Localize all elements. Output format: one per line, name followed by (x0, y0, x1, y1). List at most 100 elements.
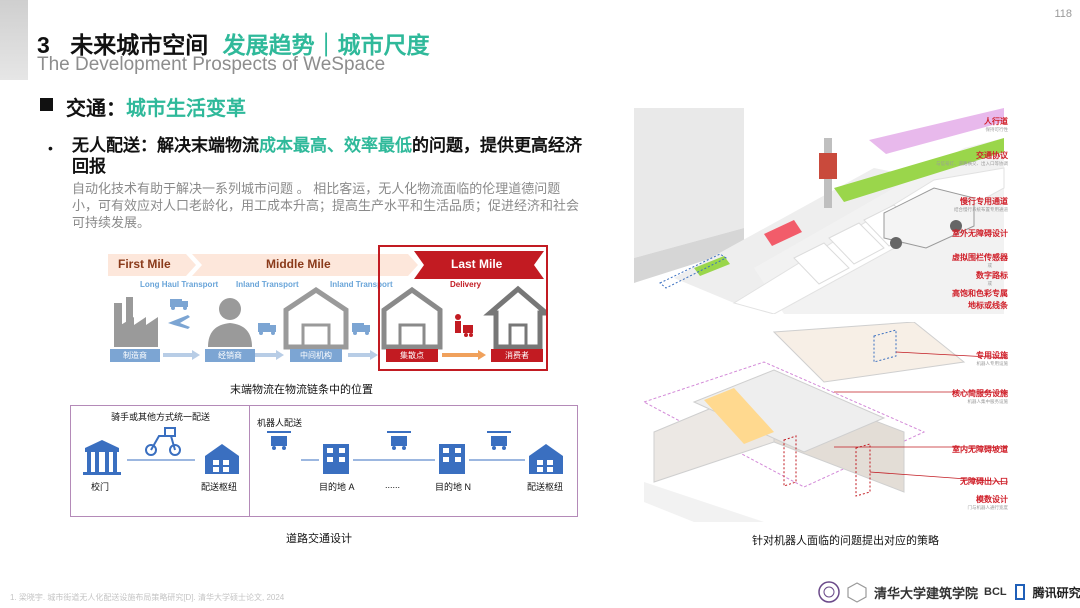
node-label: 中间机构 (290, 349, 342, 362)
point-title: 无人配送：解决末端物流成本最高、效率最低的问题，提供更高经济回报 (72, 135, 584, 177)
point-title-a: 无人配送：解决末端物流 (72, 136, 259, 155)
building-strategy-illustration: 专用设施 机器人专用设施 核心简服务设施 机器人集中服务设施 室内无障碍坡道 无… (634, 322, 1008, 522)
logistics-chain-diagram: First Mile Middle Mile Last Mile Long Ha… (108, 245, 548, 375)
robot-icon (487, 431, 511, 450)
robot-icon (387, 431, 411, 450)
stage-last-mile: Last Mile (451, 257, 503, 271)
node-label: 集散点 (386, 349, 438, 362)
consumer-house-icon (483, 285, 548, 350)
footer-logos: 清华大学建筑学院 BCL 腾讯研究院 (818, 580, 1080, 604)
factory-icon (114, 297, 158, 347)
transport-label-delivery: Delivery (450, 280, 482, 289)
section-number: 3 (37, 32, 50, 58)
warehouse-icon (283, 286, 349, 350)
robot-icon (267, 431, 291, 450)
road-caption: 道路交通设计 (286, 533, 352, 545)
node-label: 消费者 (491, 349, 543, 362)
tag-title: 交通协议 (976, 151, 1008, 160)
page-number: 118 (1054, 8, 1072, 20)
stage-first-mile: First Mile (118, 257, 171, 271)
truck-plane-icon (168, 299, 190, 329)
section-title-label: 交通： (66, 98, 126, 120)
street-strategy-illustration: 人行道 保持可行性 交通协议 与信号灯、道路横交、出入口等协调 慢行专用通道 结… (634, 108, 1008, 314)
tag-title: 数字路标 (976, 271, 1008, 280)
section-title-accent: 城市生活变革 (126, 98, 246, 120)
point-title-accent: 成本最高、效率最低 (259, 136, 412, 155)
tag-title: 虚拟围栏传感器 (952, 253, 1008, 262)
title-accent: 发展趋势｜城市尺度 (222, 32, 430, 58)
hub-icon (529, 444, 563, 474)
transport-label: Inland Transport (330, 280, 393, 289)
footer-reference: 1. 梁晓宇. 城市街道无人化配送设施布局策略研究[D]. 清华大学硕士论文, … (10, 593, 285, 602)
road-label: 配送枢纽 (201, 482, 238, 492)
road-delivery-diagram: 骑手或其他方式统一配送 机器人配送 校门 配送枢纽 目的地 A ...... 目… (70, 405, 578, 517)
road-label: ...... (385, 480, 401, 490)
road-divider (249, 406, 250, 516)
last-mile-banner (414, 251, 544, 279)
tag-title: 模数设计 (976, 495, 1008, 504)
point-title-b: 的问题，提供更高经济回报 (72, 136, 582, 176)
title-main: 未来城市空间 (70, 32, 209, 58)
road-label: 配送枢纽 (527, 482, 564, 492)
tag-sub: 或 (987, 263, 993, 268)
point-bullet: • (48, 140, 53, 156)
distributor-person-icon (208, 298, 252, 347)
point-body: 自动化技术有助于解决一系列城市问题 。 相比客运，无人化物流面临的伦理道德问题小… (72, 181, 580, 230)
first-mile-banner (108, 254, 196, 276)
flow-arrow (163, 350, 200, 360)
street-axonometric-drawing (634, 108, 1008, 314)
road-label: 校门 (91, 482, 110, 492)
tag-sub: 与信号灯、道路横交、出入口等协调 (936, 161, 1008, 166)
footer-company: 腾讯研究院 (1032, 585, 1080, 600)
corner-decoration (0, 0, 28, 80)
school-emblem-icon (847, 582, 867, 603)
page-title: 3 未来城市空间 发展趋势｜城市尺度 (37, 26, 430, 60)
footer-lab: BCL (984, 586, 1007, 598)
tag-title: 地标或线条 (968, 301, 1008, 310)
section-bullet-square (40, 98, 53, 111)
chain-caption: 末端物流在物流链条中的位置 (230, 384, 373, 396)
school-gate-icon (83, 440, 121, 475)
flow-arrow (348, 350, 378, 360)
tag-sub: 结合慢行系统布置专用通道 (954, 207, 1008, 212)
destination-building-icon (323, 444, 349, 474)
middle-mile-banner (192, 254, 418, 276)
section-title: 交通：城市生活变革 (66, 92, 246, 121)
destination-building-icon (439, 444, 465, 474)
tag-title: 专用设施 (976, 351, 1008, 360)
tag-title: 核心简服务设施 (952, 389, 1008, 398)
tag-title: 室外无障碍设计 (952, 229, 1008, 238)
tag-sub: 机器人集中服务设施 (967, 399, 1009, 404)
tag-sub: 机器人专用设施 (976, 361, 1009, 366)
transport-label: Inland Transport (236, 280, 299, 289)
road-delivery-graphics (83, 427, 563, 475)
courier-icon (455, 314, 473, 337)
tag-sub: 或 (987, 281, 993, 286)
truck-icon (258, 323, 276, 335)
transport-label: Long Haul Transport (140, 280, 219, 289)
logistics-chain-graphics (108, 251, 548, 360)
flow-arrow (254, 350, 284, 360)
road-left-title: 骑手或其他方式统一配送 (111, 412, 211, 422)
tag-title: 室内无障碍坡道 (952, 445, 1008, 454)
truck-icon-2 (352, 323, 370, 335)
university-seal-icon (818, 581, 840, 603)
page-subtitle: The Development Prospects of WeSpace (37, 54, 386, 75)
road-label: 目的地 A (319, 482, 355, 492)
illustration-caption: 针对机器人面临的问题提出对应的策略 (752, 535, 939, 547)
flow-arrow-orange (442, 350, 486, 360)
tag-title: 无障碍出入口 (960, 477, 1008, 486)
hub-icon (205, 444, 239, 474)
footer-university: 清华大学建筑学院 (874, 585, 979, 601)
tag-title: 人行道 (984, 117, 1008, 126)
node-label: 经销商 (205, 349, 255, 362)
road-right-title: 机器人配送 (257, 418, 303, 428)
last-mile-highlight-frame (378, 245, 548, 371)
tag-sub: 门与机器人通行宽度 (967, 505, 1009, 510)
rider-scooter-icon (145, 427, 181, 456)
tag-title: 高饱和色彩专属 (952, 289, 1008, 298)
stage-middle-mile: Middle Mile (266, 257, 331, 271)
tag-sub: 保持可行性 (985, 127, 1009, 132)
tag-title: 慢行专用通道 (960, 197, 1008, 206)
tencent-logo-icon (1014, 584, 1025, 600)
